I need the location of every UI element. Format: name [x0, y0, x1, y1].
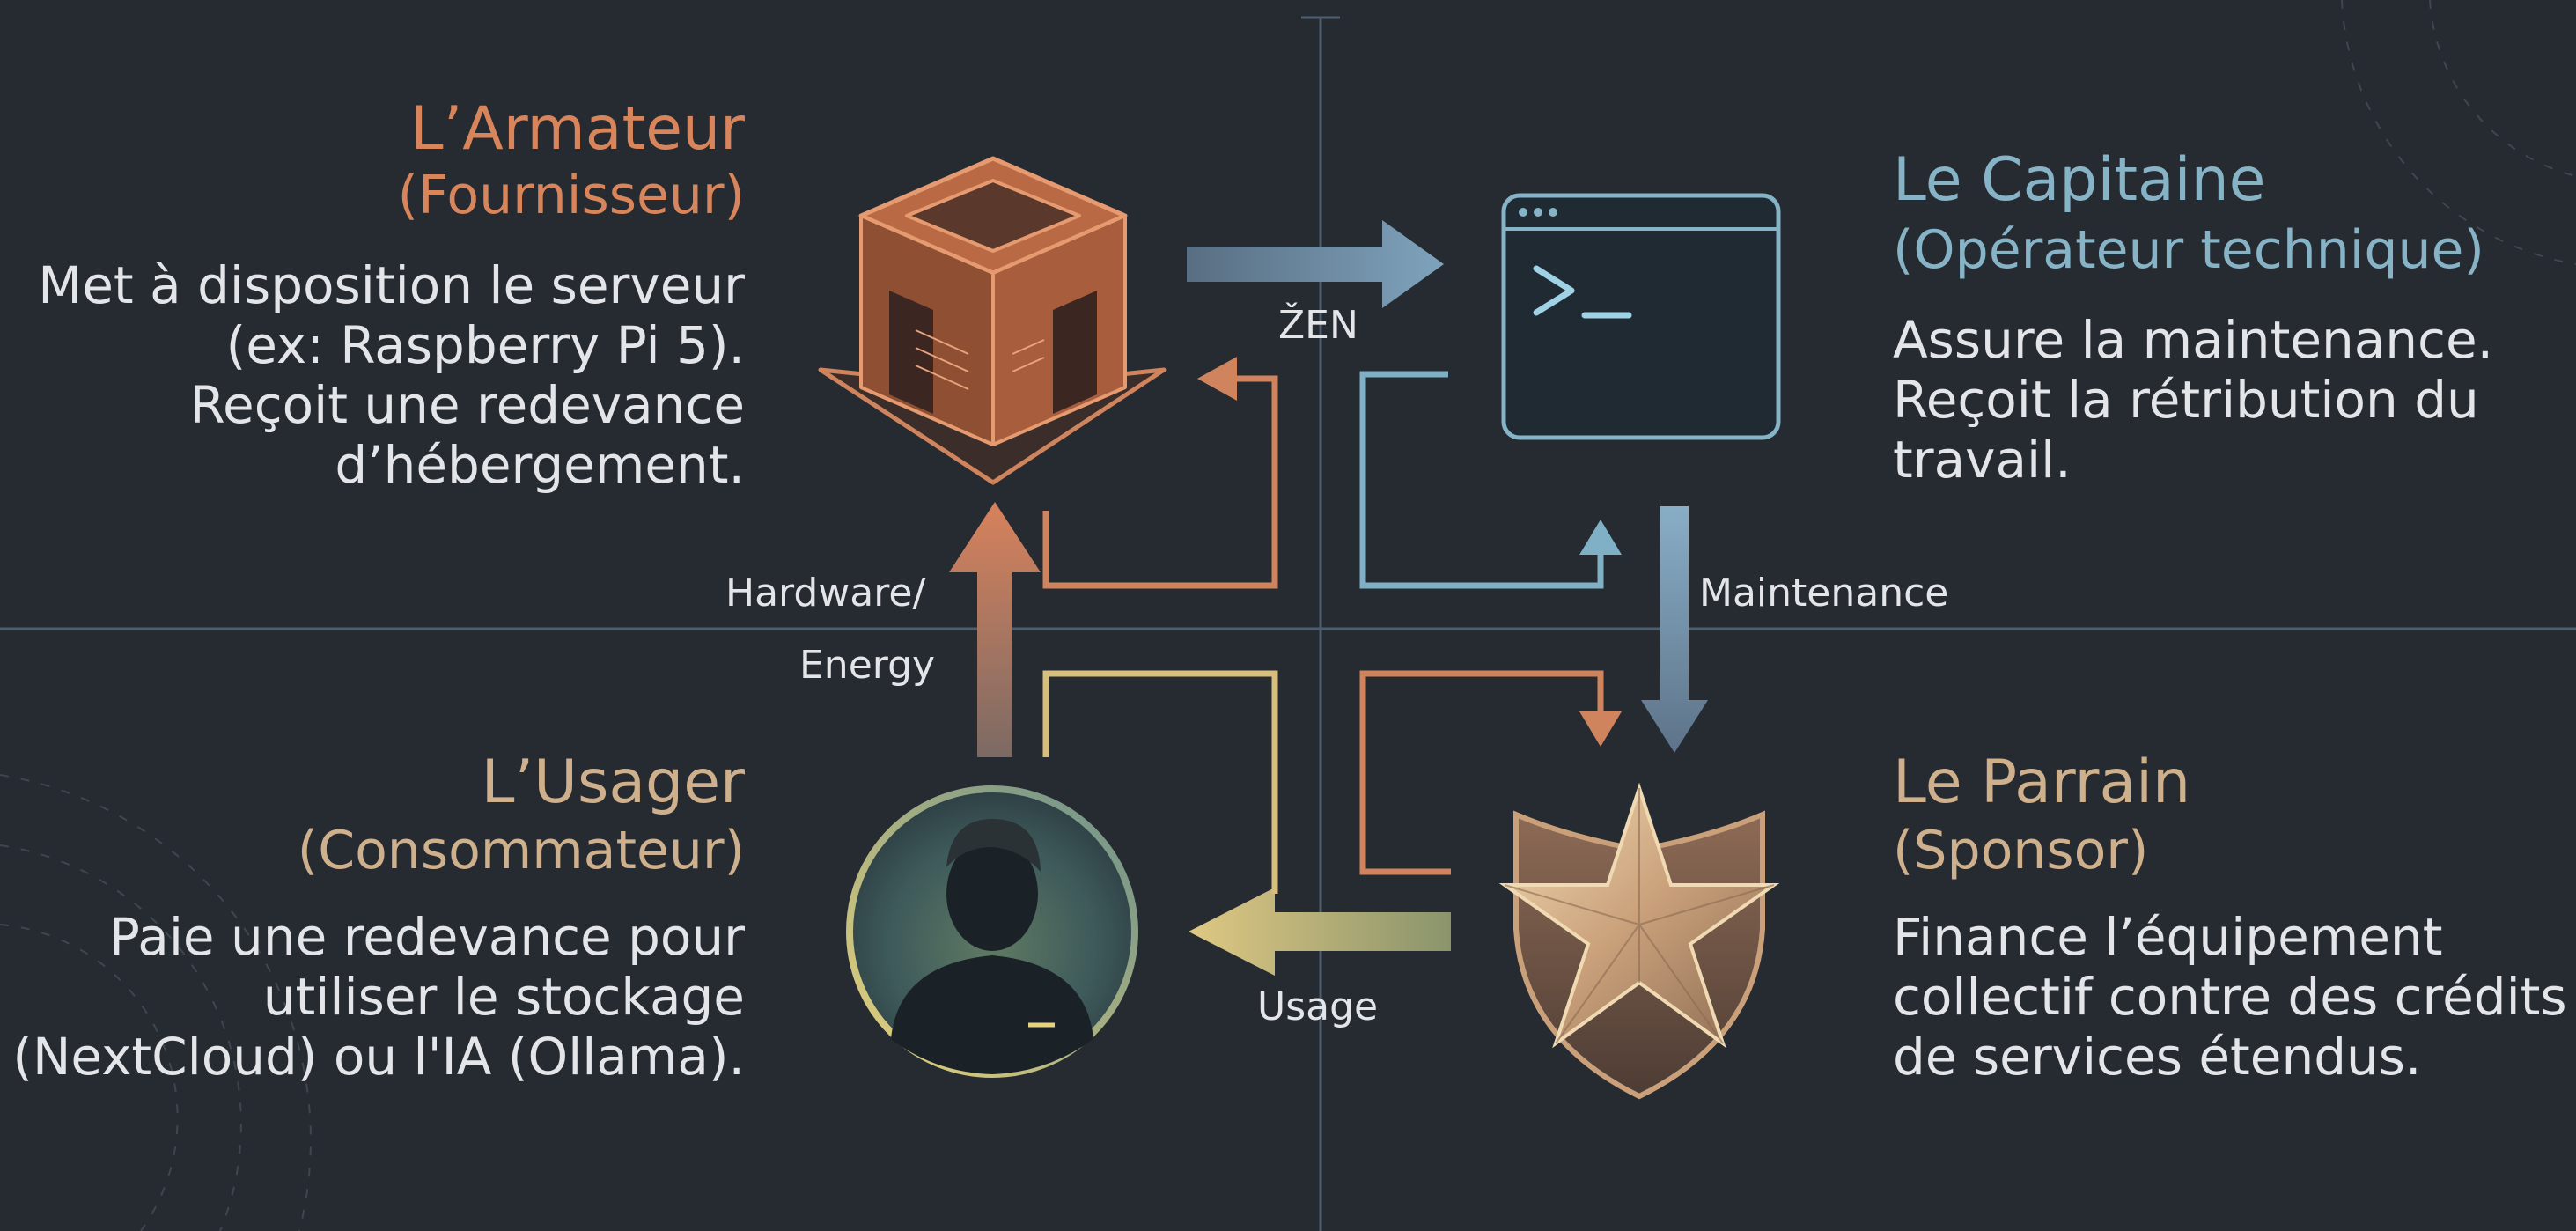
parrain-desc-line: collectif contre des crédits — [1893, 967, 2567, 1027]
terminal-window-icon — [1501, 193, 1781, 440]
connector-armateur-loop — [1042, 375, 1278, 589]
connector-usager-loop — [1042, 670, 1278, 894]
armateur-description: Met à disposition le serveur (ex: Raspbe… — [0, 255, 745, 495]
armateur-desc-line: Reçoit une redevance — [189, 375, 745, 435]
flow-label-usage: Usage — [1257, 984, 1379, 1029]
usager-title: L’Usager — [481, 748, 745, 817]
usager-description: Paie une redevance pour utiliser le stoc… — [0, 907, 745, 1087]
capitaine-desc-line: Assure la maintenance. — [1893, 310, 2494, 370]
connector-armateur-loop-head — [1197, 357, 1237, 401]
usage-arrow — [1189, 888, 1451, 976]
hardware-energy-arrow — [949, 502, 1041, 757]
usager-subtitle: (Consommateur) — [297, 820, 745, 881]
star-shield-icon — [1498, 782, 1780, 1100]
connector-capitaine-loop-head — [1579, 520, 1622, 555]
connector-parrain-loop-head — [1579, 711, 1622, 747]
connector-capitaine-loop — [1359, 371, 1604, 589]
parrain-subtitle: (Sponsor) — [1893, 820, 2149, 881]
usager-desc-line: utiliser le stockage — [262, 967, 745, 1027]
parrain-desc-line: Finance l’équipement — [1893, 907, 2443, 967]
capitaine-subtitle: (Opérateur technique) — [1893, 219, 2484, 281]
capitaine-title: Le Capitaine — [1893, 145, 2266, 215]
zen-arrow — [1187, 220, 1444, 308]
connector-lines — [1042, 357, 1622, 894]
quadrant-axes — [0, 16, 2576, 1231]
armateur-desc-line: d’hébergement. — [335, 435, 745, 495]
usager-desc-line: (NextCloud) ou l'IA (Ollama). — [12, 1027, 745, 1087]
parrain-title: Le Parrain — [1893, 748, 2191, 817]
capitaine-desc-line: Reçoit la rétribution du — [1893, 370, 2479, 430]
maintenance-arrow — [1641, 506, 1708, 753]
flow-label-hardware: Hardware/ — [725, 571, 926, 616]
user-avatar-icon — [846, 785, 1138, 1078]
usager-desc-line: Paie une redevance pour — [108, 907, 745, 967]
parrain-desc-line: de services étendus. — [1893, 1027, 2422, 1087]
armateur-desc-line: (ex: Raspberry Pi 5). — [225, 315, 745, 375]
armateur-title: L’Armateur — [409, 94, 745, 164]
connector-parrain-loop — [1359, 670, 1604, 875]
flow-label-zen: ŽEN — [1278, 303, 1358, 348]
flow-label-maintenance: Maintenance — [1699, 571, 1949, 616]
armateur-subtitle: (Fournisseur) — [397, 165, 745, 226]
armateur-desc-line: Met à disposition le serveur — [38, 255, 745, 315]
capitaine-description: Assure la maintenance. Reçoit la rétribu… — [1893, 310, 2562, 490]
flow-label-energy: Energy — [799, 643, 936, 688]
capitaine-desc-line: travail. — [1893, 430, 2072, 490]
parrain-description: Finance l’équipement collectif contre de… — [1893, 907, 2571, 1087]
server-building-icon — [818, 156, 1167, 485]
